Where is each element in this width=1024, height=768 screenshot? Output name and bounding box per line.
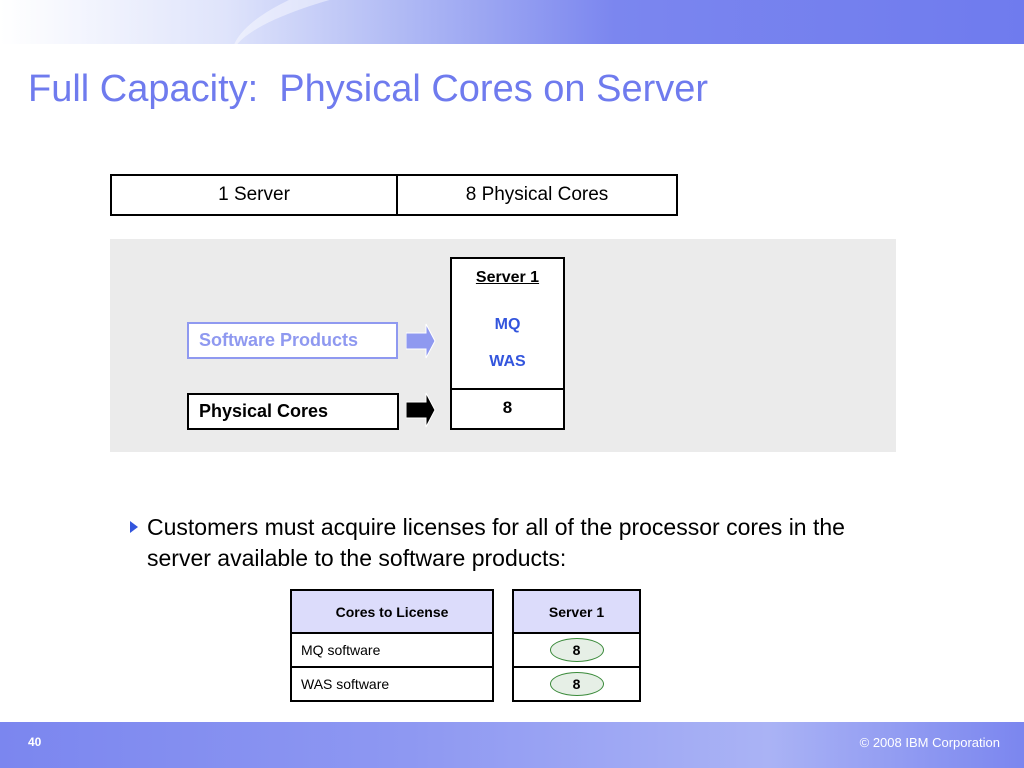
page-number: 40 [28, 735, 42, 749]
table-row: MQ software [290, 632, 494, 668]
license-table: Cores to License MQ software WAS softwar… [290, 589, 494, 702]
server-table-header: Server 1 [512, 589, 641, 634]
bullet-triangle-icon [130, 521, 138, 533]
top-banner [0, 0, 1024, 44]
server-core-count: 8 [502, 398, 513, 417]
core-count-oval: 8 [549, 672, 604, 696]
software-products-label: Software Products [187, 322, 398, 359]
bullet-point: Customers must acquire licenses for all … [130, 512, 900, 574]
product-mq: MQ [494, 316, 521, 333]
license-table-header: Cores to License [290, 589, 494, 634]
server-name: Server 1 [475, 269, 540, 286]
bottom-banner [0, 722, 1024, 768]
table-row: 8 [512, 666, 641, 702]
server-divider [452, 388, 563, 390]
cores-arrow-icon [406, 392, 436, 428]
table-row: 8 [512, 632, 641, 668]
bullet-text: Customers must acquire licenses for all … [147, 514, 845, 571]
software-arrow-icon [406, 323, 436, 359]
physical-cores-label: Physical Cores [187, 393, 399, 430]
server-summary-table: 1 Server 8 Physical Cores [110, 174, 678, 216]
slide-title: Full Capacity: Physical Cores on Server [28, 68, 709, 110]
server-cores-table: Server 1 8 8 [512, 589, 641, 702]
table-row: WAS software [290, 666, 494, 702]
server-1-box: Server 1 MQ WAS 8 [450, 257, 565, 430]
server-count-cell: 1 Server [112, 176, 398, 214]
cores-count-cell: 8 Physical Cores [465, 184, 609, 205]
copyright-text: © 2008 IBM Corporation [859, 735, 1000, 750]
product-was: WAS [489, 353, 526, 370]
core-count-oval: 8 [549, 638, 604, 662]
